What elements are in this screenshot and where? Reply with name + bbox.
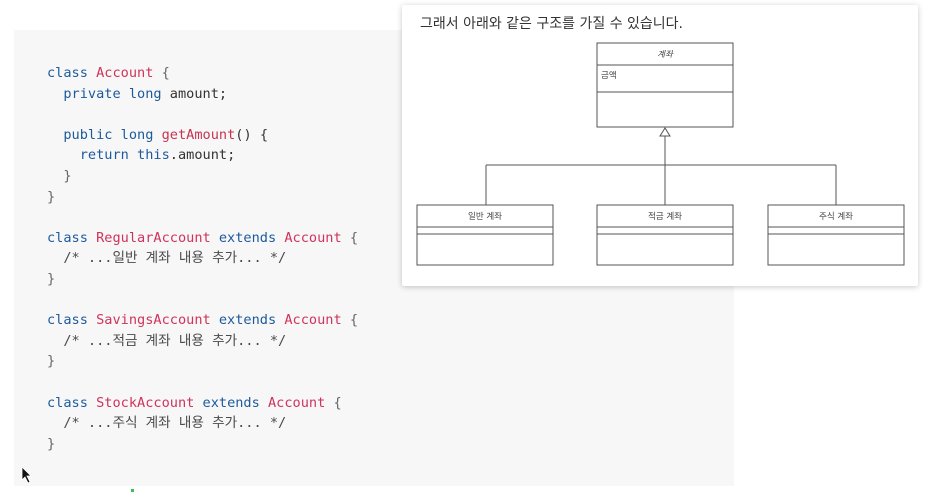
code-line: public long getAmount() {: [47, 125, 358, 146]
code-block: class Account { private long amount; pub…: [47, 63, 358, 454]
class-name: Account: [284, 312, 342, 329]
brace: {: [333, 394, 342, 411]
keyword: class: [47, 229, 88, 246]
code-line: class Account {: [47, 63, 358, 84]
keyword: long: [128, 85, 162, 102]
uml-inheritance-lines: [485, 136, 837, 205]
comment: /* ...적금 계좌 내용 추가... */: [63, 332, 287, 349]
code-line: class StockAccount extends Account {: [47, 393, 358, 414]
comment: /* ...주식 계좌 내용 추가... */: [63, 415, 287, 432]
code-line: /* ...주식 계좌 내용 추가... */: [47, 413, 358, 434]
code-line: }: [47, 166, 358, 187]
code-line-blank: [47, 372, 358, 393]
keyword: private: [63, 85, 121, 102]
code-line: /* ...적금 계좌 내용 추가... */: [47, 331, 358, 352]
uml-parent-attribute: 금액: [601, 70, 617, 81]
uml-child-class: 일반 계좌: [416, 204, 554, 266]
brace: {: [161, 65, 170, 81]
code-line: /* ...일반 계좌 내용 추가... */: [47, 248, 358, 269]
comment: /* ...일반 계좌 내용 추가... */: [63, 250, 287, 267]
keyword: class: [47, 312, 88, 329]
field: amount;: [169, 85, 228, 102]
uml-inheritance-arrow: [659, 127, 671, 137]
code-line: class RegularAccount extends Account {: [47, 228, 358, 249]
code-line-blank: [47, 207, 358, 228]
code-line: class SavingsAccount extends Account {: [47, 310, 358, 331]
code-line-blank: [47, 104, 358, 125]
keyword: extends: [218, 312, 277, 329]
uml-child-name: 주식 계좌: [819, 211, 853, 222]
keyword: extends: [202, 394, 260, 411]
marker-dot: [131, 489, 134, 492]
keyword: long: [120, 126, 154, 143]
keyword: public: [63, 126, 113, 143]
class-name: StockAccount: [96, 394, 195, 411]
method-name: getAmount: [161, 126, 236, 143]
uml-child-class: 적금 계좌: [596, 204, 734, 266]
code-line: private long amount;: [47, 84, 358, 105]
class-name: Account: [268, 394, 326, 411]
keyword: this: [137, 147, 170, 164]
mouse-cursor-icon: [21, 466, 32, 484]
keyword: return: [79, 147, 129, 164]
code-line-blank: [47, 290, 358, 311]
code-text: .amount;: [169, 147, 236, 164]
brace: }: [47, 353, 56, 370]
class-name: Account: [96, 65, 154, 81]
class-name: Account: [284, 229, 342, 246]
uml-parent-name: 계좌: [657, 49, 674, 60]
brace: }: [47, 435, 56, 452]
brace: {: [349, 312, 359, 329]
card-title: 그래서 아래와 같은 구조를 가질 수 있습니다.: [420, 16, 683, 32]
uml-child-class: 주식 계좌: [767, 204, 905, 266]
uml-child-name: 적금 계좌: [648, 211, 682, 222]
class-name: RegularAccount: [96, 229, 211, 246]
brace: }: [63, 167, 72, 184]
code-line: }: [47, 351, 358, 372]
code-line: return this.amount;: [47, 145, 358, 166]
code-line: }: [47, 269, 358, 290]
uml-parent-class: 계좌 금액: [596, 42, 734, 128]
uml-diagram: 계좌 금액 일반 계좌 적금 계좌: [416, 42, 905, 266]
brace: }: [47, 188, 56, 205]
brace: }: [47, 270, 56, 287]
keyword: class: [47, 65, 88, 81]
keyword: class: [47, 394, 88, 411]
brace: {: [349, 229, 359, 246]
code-line: }: [47, 187, 358, 208]
uml-child-name: 일반 계좌: [468, 211, 502, 222]
code-line: }: [47, 434, 358, 455]
keyword: extends: [218, 229, 277, 246]
diagram-card: 그래서 아래와 같은 구조를 가질 수 있습니다. 계좌 금액 일반 계좌: [402, 5, 918, 286]
code-text: () {: [235, 126, 269, 143]
class-name: SavingsAccount: [96, 312, 211, 329]
